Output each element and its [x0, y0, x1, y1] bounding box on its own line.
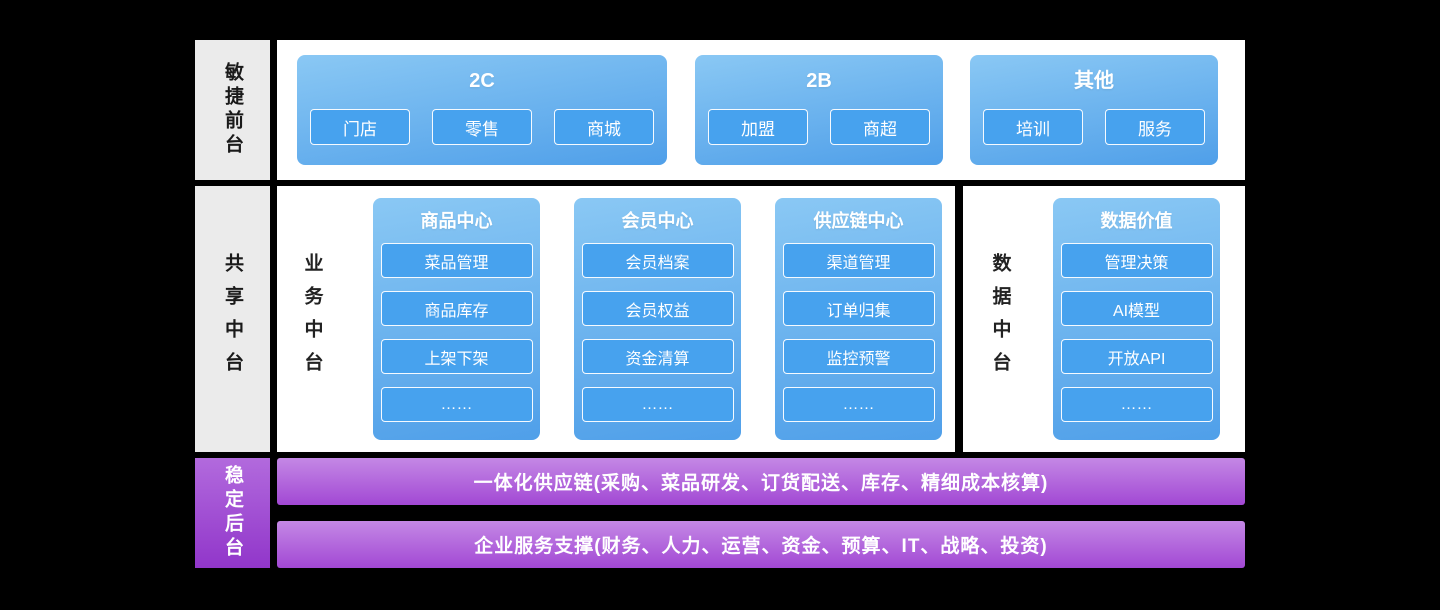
card-title: 其他: [1074, 70, 1114, 92]
module-chip: 商城: [554, 109, 654, 145]
chip-col: 菜品管理 商品库存 上架下架 ……: [380, 243, 533, 435]
center-card-data-value: 数据价值 管理决策 AI模型 开放API ……: [1053, 198, 1220, 440]
chip-row: 门店 零售 商城: [299, 109, 665, 145]
front-band-panel: 2C 门店 零售 商城 2B 加盟 商超 其他 培训 服务: [277, 40, 1245, 180]
module-chip: 订单归集: [782, 291, 935, 326]
module-chip: 会员档案: [581, 243, 734, 278]
card-title: 会员中心: [621, 211, 694, 231]
data-middle-panel: 数据中台 数据价值 管理决策 AI模型 开放API ……: [963, 186, 1245, 452]
module-chip: 服务: [1105, 109, 1205, 145]
front-card-2c: 2C 门店 零售 商城: [297, 55, 667, 165]
card-title: 2B: [806, 70, 832, 92]
module-chip: 商品库存: [380, 291, 533, 326]
business-middle-label-text: 业务中台: [301, 253, 323, 385]
card-title: 供应链中心: [813, 211, 904, 231]
chip-col: 管理决策 AI模型 开放API ……: [1060, 243, 1213, 435]
module-chip: 门店: [310, 109, 410, 145]
module-chip: 渠道管理: [782, 243, 935, 278]
chip-col: 会员档案 会员权益 资金清算 ……: [581, 243, 734, 435]
chip-row: 培训 服务: [972, 109, 1216, 145]
center-card-supply-chain: 供应链中心 渠道管理 订单归集 监控预警 ……: [775, 198, 942, 440]
front-band-label: 敏捷前台: [195, 40, 270, 180]
module-chip: 上架下架: [380, 339, 533, 374]
supply-chain-bar: 一体化供应链(采购、菜品研发、订货配送、库存、精细成本核算): [277, 458, 1245, 505]
front-card-2b: 2B 加盟 商超: [695, 55, 943, 165]
module-chip: 商超: [830, 109, 930, 145]
back-band-label: 稳定后台: [195, 458, 270, 568]
business-middle-label: 业务中台: [291, 186, 333, 452]
module-chip: ……: [1060, 387, 1213, 422]
chip-row: 加盟 商超: [697, 109, 941, 145]
module-chip: ……: [581, 387, 734, 422]
middle-band-label: 共享中台: [195, 186, 270, 452]
card-title: 商品中心: [420, 211, 493, 231]
module-chip: 会员权益: [581, 291, 734, 326]
module-chip: AI模型: [1060, 291, 1213, 326]
module-chip: 菜品管理: [380, 243, 533, 278]
chip-col: 渠道管理 订单归集 监控预警 ……: [782, 243, 935, 435]
middle-band-label-text: 共享中台: [222, 253, 243, 385]
module-chip: 监控预警: [782, 339, 935, 374]
enterprise-service-bar-text: 企业服务支撑(财务、人力、运营、资金、预算、IT、战略、投资): [474, 536, 1048, 557]
module-chip: 培训: [983, 109, 1083, 145]
module-chip: 开放API: [1060, 339, 1213, 374]
center-card-member: 会员中心 会员档案 会员权益 资金清算 ……: [574, 198, 741, 440]
supply-chain-bar-text: 一体化供应链(采购、菜品研发、订货配送、库存、精细成本核算): [473, 473, 1049, 494]
card-title: 2C: [469, 70, 495, 92]
business-middle-panel: 业务中台 商品中心 菜品管理 商品库存 上架下架 …… 会员中心 会员档案 会员…: [277, 186, 955, 452]
module-chip: ……: [782, 387, 935, 422]
module-chip: 资金清算: [581, 339, 734, 374]
front-band-label-text: 敏捷前台: [222, 62, 243, 158]
module-chip: 加盟: [708, 109, 808, 145]
center-card-product: 商品中心 菜品管理 商品库存 上架下架 ……: [373, 198, 540, 440]
card-title: 数据价值: [1100, 211, 1173, 231]
module-chip: 零售: [432, 109, 532, 145]
module-chip: 管理决策: [1060, 243, 1213, 278]
data-middle-label: 数据中台: [979, 186, 1021, 452]
data-middle-label-text: 数据中台: [989, 253, 1011, 385]
enterprise-service-bar: 企业服务支撑(财务、人力、运营、资金、预算、IT、战略、投资): [277, 521, 1245, 568]
front-card-other: 其他 培训 服务: [970, 55, 1218, 165]
module-chip: ……: [380, 387, 533, 422]
back-band-label-text: 稳定后台: [222, 465, 243, 561]
